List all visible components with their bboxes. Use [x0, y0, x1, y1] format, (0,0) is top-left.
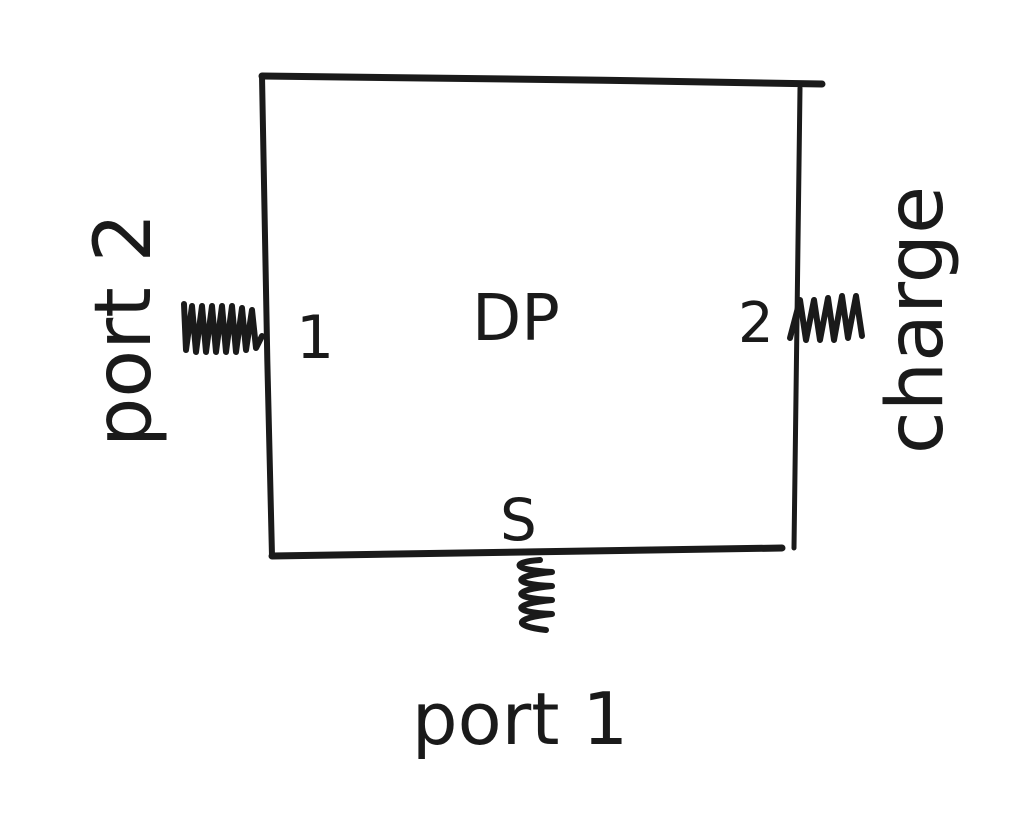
bottom-spring [516, 557, 555, 633]
port-1-label: port 1 [412, 677, 628, 761]
right-spring [787, 293, 865, 343]
terminal-2-label: 2 [738, 291, 774, 356]
port-2-label: port 2 [79, 213, 169, 447]
device-label: DP [472, 282, 560, 356]
terminal-s-label: S [500, 486, 537, 554]
box-bottom-edge [268, 544, 786, 560]
box-top-edge [258, 72, 826, 88]
charge-label: charge [871, 186, 961, 454]
box-left-edge [259, 73, 275, 559]
left-spring [181, 301, 265, 355]
terminal-1-label: 1 [296, 303, 334, 373]
